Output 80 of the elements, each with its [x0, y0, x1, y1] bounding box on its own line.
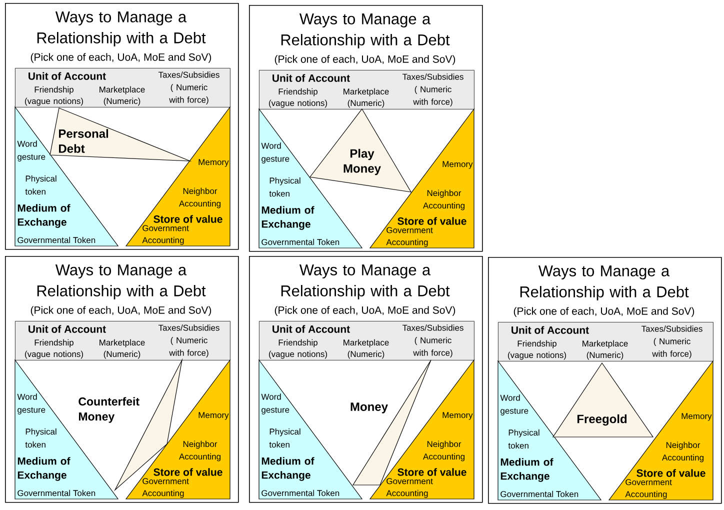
option-label: Memory — [682, 413, 712, 421]
option-label: Taxes/Subsidies ( Numeric with force) — [158, 72, 220, 104]
choice-label: Play Money — [344, 148, 381, 176]
triangle-heading: Store of value — [398, 217, 466, 225]
option-label: Memory — [198, 412, 229, 420]
subtitle: (Pick one of each, UoA, MoE and SoV) — [30, 53, 212, 63]
option-label: Neighbor Accounting — [179, 440, 220, 462]
option-label: Memory — [198, 159, 229, 167]
option-label: Word gesture — [261, 394, 290, 414]
unit-of-account-band — [15, 321, 230, 360]
option-label: Friendship (vague notions) — [269, 88, 327, 108]
option-label: Taxes/Subsidies ( Numeric with force) — [402, 74, 464, 106]
option-label: Taxes/Subsidies ( Numeric with force) — [402, 324, 464, 358]
title: Ways to Manage a Relationship with a Debt — [281, 264, 450, 300]
option-label: Marketplace (Numeric) — [100, 339, 145, 359]
option-label: Taxes/Subsidies ( Numeric with force) — [641, 326, 702, 358]
triangle-heading: Store of value — [154, 215, 222, 223]
band-heading: Unit of Account — [512, 326, 589, 334]
subtitle: (Pick one of each, UoA, MoE and SoV) — [514, 307, 694, 317]
subtitle: (Pick one of each, UoA, MoE and SoV) — [274, 55, 456, 65]
option-label: Word gesture — [261, 142, 290, 164]
option-label: Government Accounting — [386, 227, 433, 247]
triangle-heading: Medium of Exchange — [18, 457, 70, 481]
choice-label: Counterfeit Money — [78, 397, 140, 423]
choice-label: Personal Debt — [59, 129, 108, 153]
option-label: Neighbor Accounting — [662, 442, 704, 462]
option-label: Friendship (vague notions) — [25, 86, 83, 106]
option-label: Neighbor Accounting — [179, 188, 220, 208]
option-label: Friendship (vague notions) — [269, 339, 327, 359]
triangle-heading: Medium of Exchange — [262, 457, 314, 481]
subtitle: (Pick one of each, UoA, MoE and SoV) — [30, 306, 212, 316]
option-label: Marketplace (Numeric) — [344, 339, 389, 359]
choice-label: Money — [350, 402, 388, 414]
option-label: Word gesture — [500, 394, 528, 416]
option-label: Word gesture — [17, 140, 46, 162]
option-label: Physical token — [269, 177, 300, 197]
unit-of-account-band — [15, 68, 230, 108]
band-heading: Unit of Account — [272, 74, 350, 82]
triangle-heading: Medium of Exchange — [500, 458, 554, 482]
option-label: Government Accounting — [386, 478, 433, 498]
triangle-heading: Medium of Exchange — [262, 206, 314, 230]
option-label: Friendship (vague notions) — [508, 340, 566, 360]
triangle-heading: Store of value — [398, 468, 466, 476]
triangle-heading: Medium of Exchange — [18, 204, 70, 228]
option-label: Government Accounting — [142, 225, 189, 245]
option-label: Marketplace (Numeric) — [344, 88, 389, 108]
option-label: Word gesture — [17, 394, 46, 414]
band-heading: Unit of Account — [28, 72, 106, 80]
option-label: Physical token — [25, 428, 56, 448]
option-label: Neighbor Accounting — [423, 440, 464, 462]
option-label: Physical token — [508, 429, 540, 449]
choice-label: Freegold — [577, 414, 627, 426]
triangle-heading: Store of value — [636, 469, 706, 477]
option-label: Governmental Token — [18, 490, 96, 496]
option-label: Governmental Token — [500, 490, 578, 498]
unit-of-account-band — [498, 322, 714, 362]
option-label: Memory — [442, 412, 473, 420]
option-label: Governmental Token — [262, 490, 340, 496]
option-label: Government Accounting — [142, 478, 189, 498]
option-label: Taxes/Subsidies ( Numeric with force) — [158, 324, 220, 358]
option-label: Governmental Token — [18, 236, 96, 244]
unit-of-account-band — [259, 321, 474, 360]
option-label: Physical token — [25, 175, 56, 195]
option-label: Marketplace (Numeric) — [100, 86, 145, 106]
title: Ways to Manage a Relationship with a Debt — [37, 12, 206, 46]
title: Ways to Manage a Relationship with a Debt — [37, 264, 206, 300]
triangle-heading: Store of value — [154, 468, 222, 476]
option-label: Government Accounting — [625, 479, 672, 499]
title: Ways to Manage a Relationship with a Debt — [520, 266, 689, 300]
option-label: Marketplace (Numeric) — [582, 340, 628, 360]
option-label: Physical token — [269, 428, 300, 448]
option-label: Friendship (vague notions) — [25, 339, 83, 359]
subtitle: (Pick one of each, UoA, MoE and SoV) — [274, 306, 456, 316]
unit-of-account-band — [259, 70, 474, 110]
title: Ways to Manage a Relationship with a Debt — [281, 14, 450, 48]
band-heading: Unit of Account — [28, 325, 106, 333]
option-label: Neighbor Accounting — [423, 190, 464, 210]
option-label: Memory — [442, 161, 473, 169]
band-heading: Unit of Account — [272, 325, 350, 333]
option-label: Governmental Token — [262, 238, 340, 246]
